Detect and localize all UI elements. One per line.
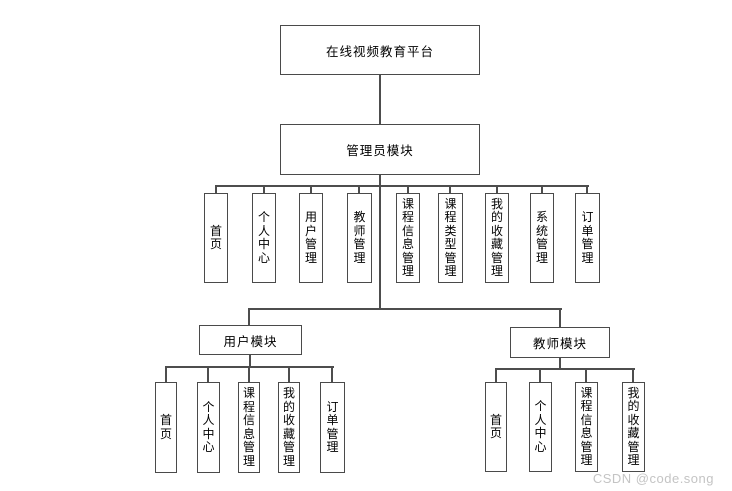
- connector-stub: [310, 187, 312, 193]
- connector-to-teacher-module: [559, 310, 561, 327]
- connector-stub: [207, 368, 209, 382]
- connector-stub: [331, 368, 333, 382]
- connector-stub: [263, 187, 265, 193]
- connector-root-to-admin: [379, 75, 381, 124]
- connector-stub: [449, 187, 451, 193]
- root-node-label: 在线视频教育平台: [325, 44, 434, 59]
- connector-stub: [541, 187, 543, 193]
- connector-stub: [358, 187, 360, 193]
- admin-child-my-favorites-management: 我 的 收 藏 管 理: [485, 193, 509, 283]
- admin-child-system-management: 系 统 管 理: [530, 193, 554, 283]
- connector-stub: [215, 187, 217, 193]
- admin-module-node: 管理员模块: [280, 124, 480, 175]
- user-module-node: 用户模块: [199, 325, 302, 355]
- teacher-child-course-info-management: 课 程 信 息 管 理: [575, 382, 598, 472]
- admin-child-personal-center: 个 人 中 心: [252, 193, 276, 283]
- connector-teacher-children-rail: [495, 368, 635, 370]
- teacher-child-personal-center: 个 人 中 心: [529, 382, 552, 472]
- connector-stub: [288, 368, 290, 382]
- admin-child-course-info-management: 课 程 信 息 管 理: [396, 193, 420, 283]
- admin-child-user-management: 用 户 管 理: [299, 193, 323, 283]
- connector-module-branch-rail: [248, 308, 562, 310]
- connector-user-children-rail: [165, 366, 334, 368]
- connector-stub: [165, 368, 167, 382]
- teacher-child-home: 首 页: [485, 382, 507, 472]
- teacher-child-my-favorites-management: 我 的 收 藏 管 理: [622, 382, 645, 472]
- admin-child-teacher-management: 教 师 管 理: [347, 193, 372, 283]
- root-node-online-video-education-platform: 在线视频教育平台: [280, 25, 480, 75]
- user-child-my-favorites-management: 我 的 收 藏 管 理: [278, 382, 300, 473]
- connector-stub: [407, 187, 409, 193]
- connector-stub: [585, 370, 587, 382]
- connector-stub: [496, 187, 498, 193]
- admin-module-label: 管理员模块: [346, 144, 414, 158]
- admin-child-home: 首 页: [204, 193, 228, 283]
- user-child-course-info-management: 课 程 信 息 管 理: [238, 382, 260, 473]
- connector-admin-trunk: [379, 175, 381, 310]
- user-child-home: 首 页: [155, 382, 177, 473]
- user-child-personal-center: 个 人 中 心: [197, 382, 220, 473]
- teacher-module-node: 教师模块: [510, 327, 610, 358]
- admin-child-order-management: 订 单 管 理: [575, 193, 600, 283]
- connector-admin-children-rail: [215, 185, 589, 187]
- connector-stub: [495, 370, 497, 382]
- csdn-watermark: CSDN @code.song: [592, 471, 714, 486]
- connector-stub: [586, 187, 588, 193]
- admin-child-course-type-management: 课 程 类 型 管 理: [438, 193, 463, 283]
- connector-user-module-trunk: [249, 355, 251, 366]
- connector-to-user-module: [248, 310, 250, 325]
- teacher-module-label: 教师模块: [532, 337, 587, 351]
- user-module-label: 用户模块: [223, 334, 278, 349]
- connector-teacher-module-trunk: [559, 358, 561, 368]
- user-child-order-management: 订 单 管 理: [320, 382, 345, 473]
- connector-stub: [632, 370, 634, 382]
- connector-stub: [248, 368, 250, 382]
- connector-stub: [539, 370, 541, 382]
